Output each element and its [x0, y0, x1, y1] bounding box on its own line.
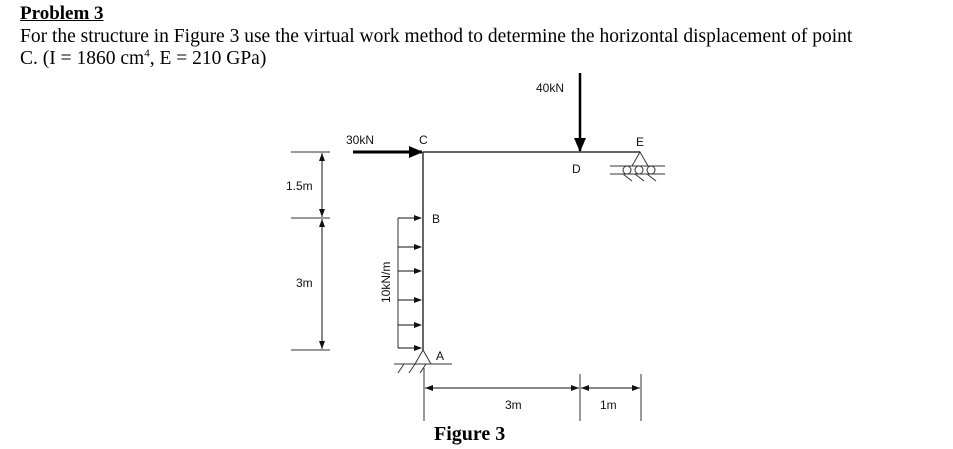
dimension-1m: 1m [600, 398, 617, 412]
dimension-3m-vertical: 3m [296, 276, 313, 290]
figure-caption: Figure 3 [434, 423, 506, 445]
point-label-C: C [419, 133, 428, 147]
dimension-3m-horizontal: 3m [505, 398, 522, 412]
point-load-30kN: 30kN [346, 133, 423, 158]
problem-line-1: For the structure in Figure 3 use the vi… [20, 26, 853, 47]
exponent: 4 [144, 47, 150, 60]
problem-line-2-prefix: C. (I = 1860 cm [20, 48, 145, 69]
load-label-10kNm: 10kN/m [379, 262, 393, 303]
load-label-40kN: 40kN [536, 81, 564, 95]
problem-line-2-suffix: , E = 210 GPa) [149, 48, 267, 69]
roller-support-E: E [610, 135, 665, 182]
vertical-dimensions: 1.5m 3m [286, 151, 330, 351]
point-label-D: D [572, 162, 581, 176]
point-label-E: E [636, 135, 644, 149]
dimension-1.5m: 1.5m [286, 179, 313, 193]
frame [422, 151, 640, 350]
distributed-load-10kNm: 10kN/m [379, 215, 422, 351]
problem-title: Problem 3 [20, 3, 104, 24]
problem-statement: For the structure in Figure 3 use the vi… [20, 26, 940, 70]
point-load-40kN: 40kN [536, 73, 586, 152]
pin-support-A: A [394, 348, 452, 374]
load-label-30kN: 30kN [346, 133, 374, 147]
point-label-A: A [436, 349, 444, 363]
point-label-B: B [432, 212, 440, 226]
horizontal-dimensions: 3m 1m [423, 368, 642, 421]
